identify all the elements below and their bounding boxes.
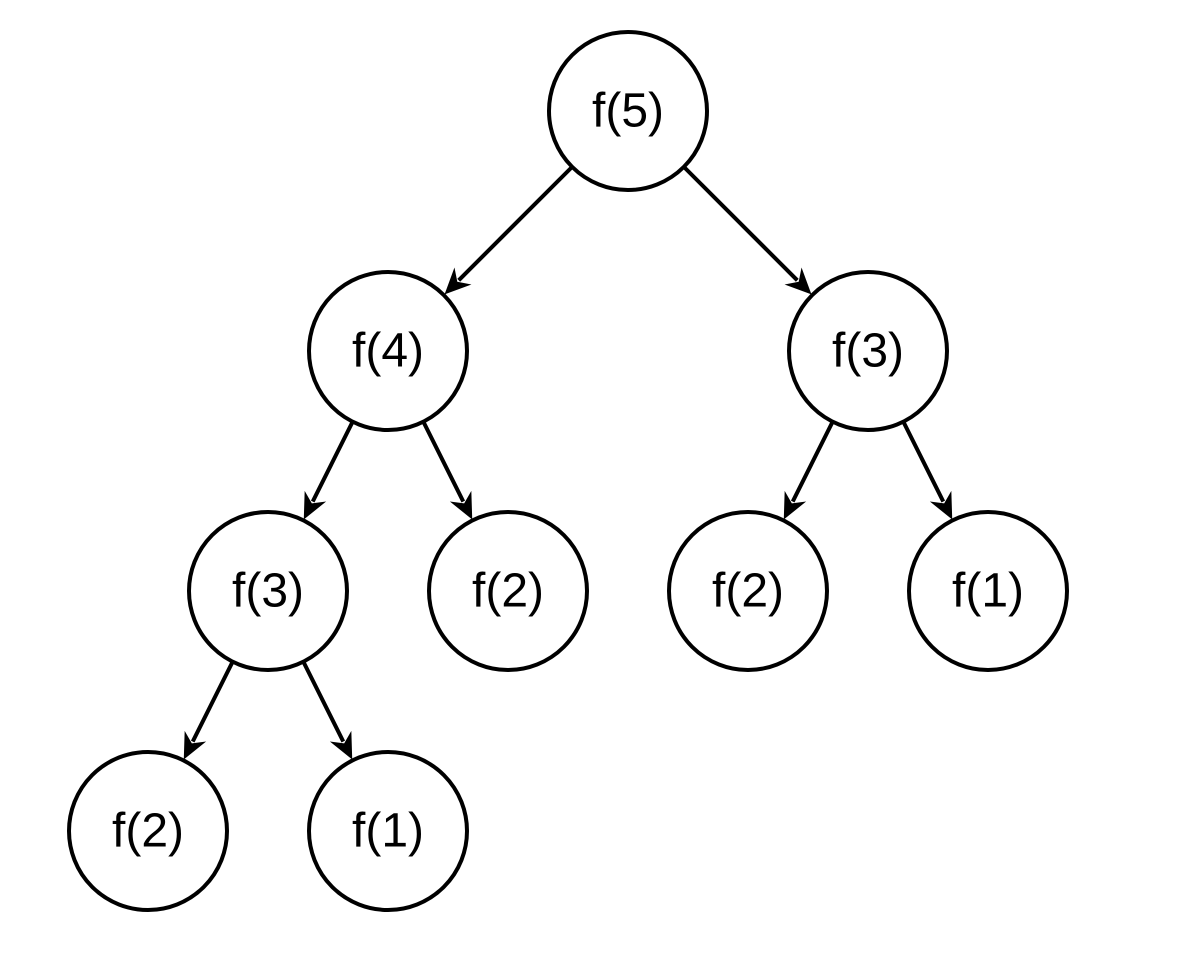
arrowhead-icon: [329, 730, 353, 760]
edges-layer: [183, 165, 953, 760]
arrowhead-icon: [444, 267, 472, 295]
arrowhead-icon: [183, 730, 207, 760]
arrowhead-icon: [929, 490, 953, 520]
arrowhead-icon: [784, 267, 812, 295]
edge-line: [682, 165, 799, 282]
tree-node: f(3): [187, 510, 349, 672]
edge-line: [901, 420, 946, 503]
node-circle: [667, 510, 829, 672]
node-circle: [67, 750, 229, 912]
edge-arrow: [421, 420, 473, 520]
edge-arrow: [303, 420, 355, 520]
node-label: f(1): [352, 805, 424, 858]
node-label: f(2): [712, 565, 784, 618]
tree-node: f(4): [307, 270, 469, 432]
edge-line: [421, 420, 466, 503]
arrowhead-icon: [449, 490, 473, 520]
edge-line: [790, 420, 835, 503]
node-circle: [187, 510, 349, 672]
node-label: f(1): [952, 565, 1024, 618]
node-label: f(2): [112, 805, 184, 858]
tree-node: f(5): [547, 30, 709, 192]
node-circle: [427, 510, 589, 672]
node-circle: [547, 30, 709, 192]
node-label: f(4): [352, 325, 424, 378]
node-circle: [907, 510, 1069, 672]
edge-arrow: [783, 420, 835, 520]
edge-line: [301, 660, 346, 743]
tree-node: f(1): [307, 750, 469, 912]
tree-node: f(2): [67, 750, 229, 912]
arrowhead-icon: [303, 490, 327, 520]
edge-arrow: [682, 165, 812, 295]
node-circle: [307, 750, 469, 912]
arrowhead-icon: [783, 490, 807, 520]
tree-node: f(2): [667, 510, 829, 672]
edge-line: [457, 165, 574, 282]
node-label: f(5): [592, 85, 664, 138]
tree-node: f(3): [787, 270, 949, 432]
node-circle: [307, 270, 469, 432]
tree-node: f(1): [907, 510, 1069, 672]
node-label: f(3): [832, 325, 904, 378]
edge-line: [190, 660, 235, 743]
edge-arrow: [301, 660, 353, 760]
tree-node: f(2): [427, 510, 589, 672]
edge-arrow: [901, 420, 953, 520]
edge-arrow: [444, 165, 574, 295]
nodes-layer: f(5) f(4) f(3) f(3) f(2) f(2) f(1) f(2) f(1): [67, 30, 1069, 912]
node-circle: [787, 270, 949, 432]
edge-line: [310, 420, 355, 503]
node-label: f(3): [232, 565, 304, 618]
node-label: f(2): [472, 565, 544, 618]
edge-arrow: [183, 660, 235, 760]
